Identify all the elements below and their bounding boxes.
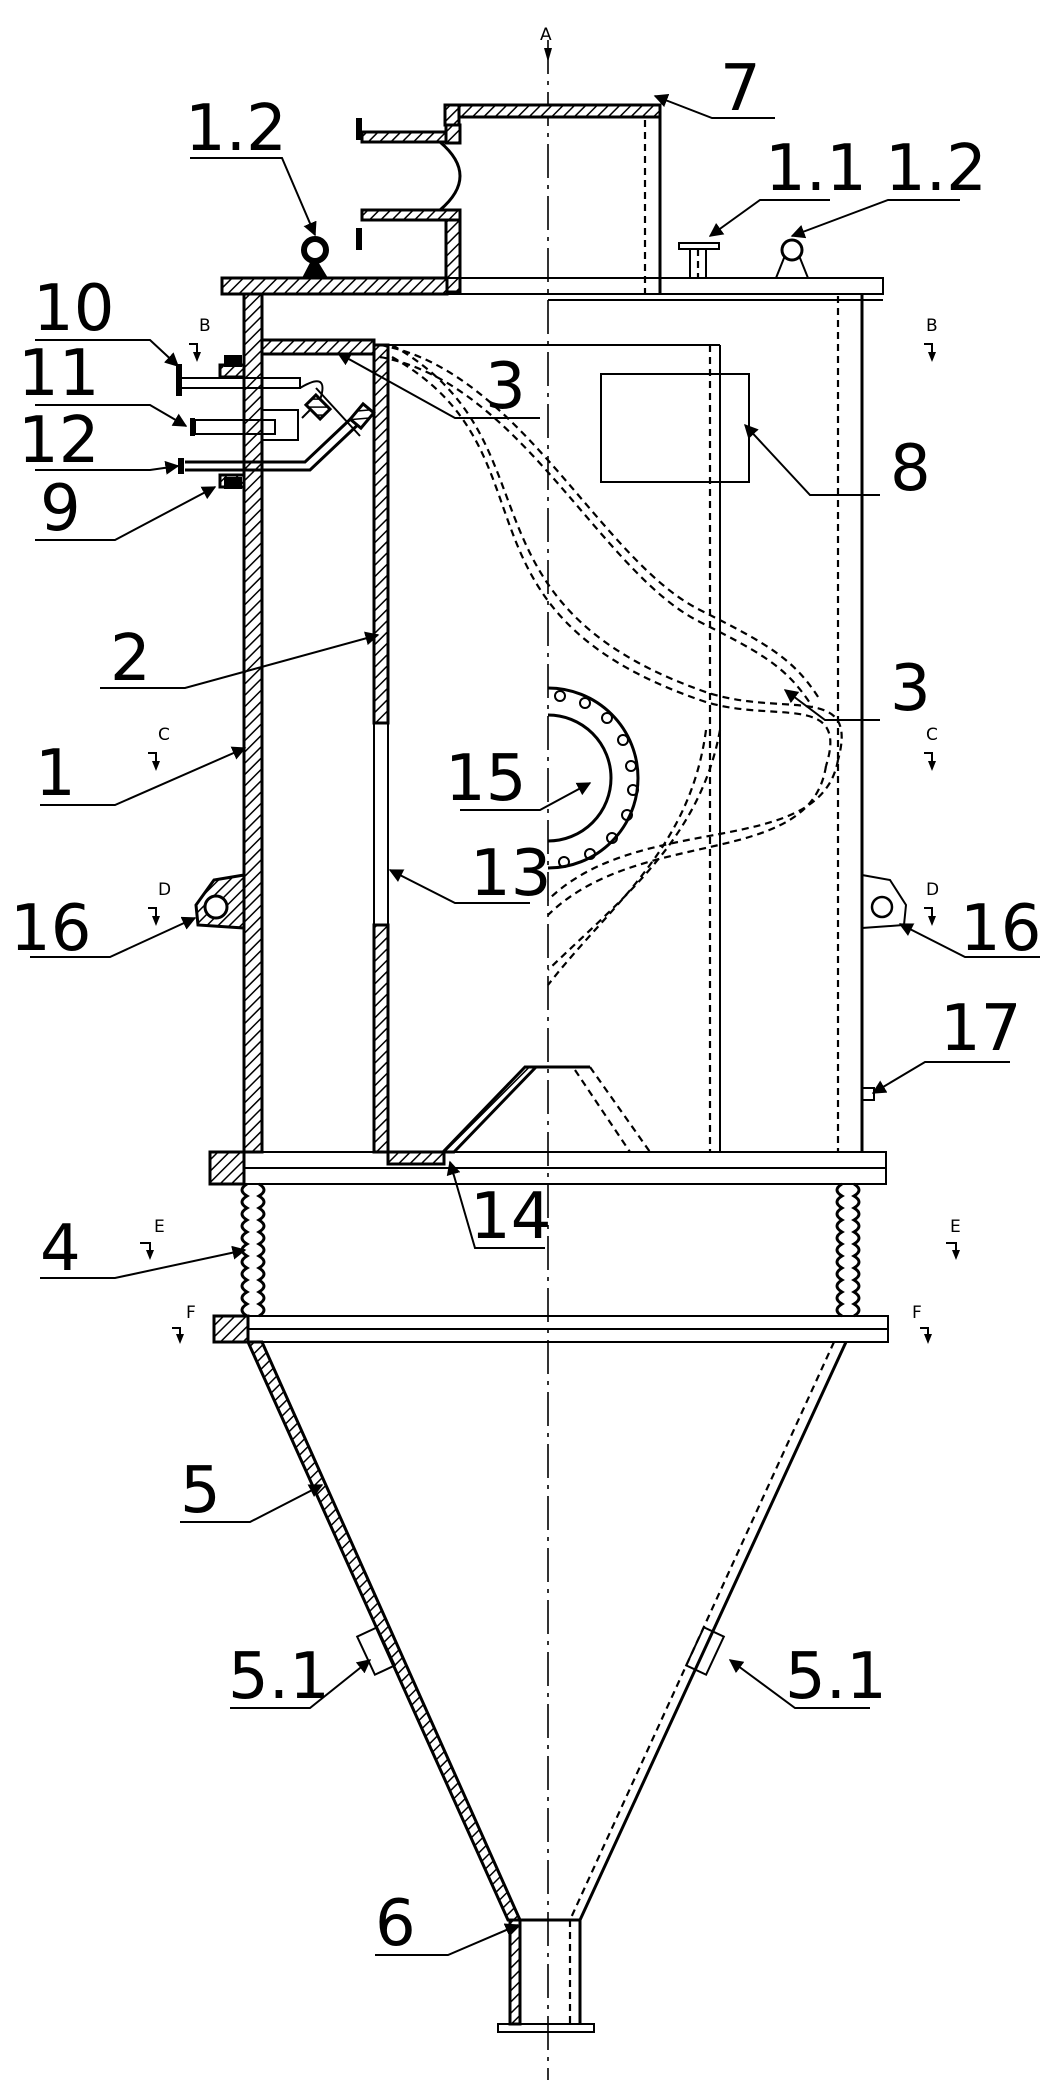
top-nozzle <box>678 242 720 279</box>
nozzle-assembly <box>176 355 376 489</box>
spiral-hose <box>379 343 843 986</box>
label-4: 4 <box>40 1212 81 1286</box>
label-3-right: 3 <box>890 652 931 726</box>
outlet-6 <box>497 1918 595 2033</box>
lifting-lug-right <box>775 238 809 279</box>
lower-flange <box>212 1314 889 1344</box>
section-mark-a: A <box>540 25 552 45</box>
svg-text:E: E <box>154 1217 165 1237</box>
inner-shell <box>372 343 721 1154</box>
label-1-1: 1.1 <box>765 132 867 206</box>
side-flange-15 <box>547 686 640 870</box>
label-10: 10 <box>33 272 114 346</box>
svg-text:F: F <box>186 1303 196 1323</box>
svg-text:C: C <box>158 725 170 745</box>
support-lug-right <box>861 874 908 929</box>
label-8: 8 <box>890 432 931 506</box>
label-5-1-left: 5.1 <box>228 1640 330 1714</box>
label-15: 15 <box>445 742 526 816</box>
label-14: 14 <box>470 1180 551 1254</box>
label-6: 6 <box>375 1887 416 1961</box>
label-7: 7 <box>720 52 761 126</box>
label-16-right: 16 <box>960 892 1041 966</box>
label-9: 9 <box>40 472 81 546</box>
svg-text:C: C <box>926 725 938 745</box>
outlet-pipe-7 <box>443 103 662 293</box>
label-3-top: 3 <box>485 350 526 424</box>
middle-flange <box>208 1150 887 1186</box>
label-1-2-right: 1.2 <box>885 132 987 206</box>
port-17 <box>861 1087 875 1101</box>
support-lug-left <box>194 873 246 930</box>
outer-shell <box>242 292 864 1154</box>
inner-cone-14 <box>439 1065 651 1154</box>
svg-text:E: E <box>950 1217 961 1237</box>
leader-lines <box>30 94 1040 1956</box>
label-16-left: 16 <box>10 892 91 966</box>
label-13: 13 <box>470 837 551 911</box>
label-17: 17 <box>940 992 1021 1066</box>
control-box-8 <box>600 373 750 483</box>
svg-text:B: B <box>926 316 938 336</box>
label-11: 11 <box>18 337 99 411</box>
top-cover <box>220 276 884 301</box>
label-1-2-left: 1.2 <box>185 92 287 166</box>
label-12: 12 <box>18 404 99 478</box>
hopper-5 <box>245 1340 848 1922</box>
inlet-pipe <box>356 118 462 294</box>
label-5-1-right: 5.1 <box>785 1640 887 1714</box>
section-marks: B B C C D D E E F F <box>140 316 961 1344</box>
label-1: 1 <box>35 737 76 811</box>
svg-text:F: F <box>912 1303 922 1323</box>
svg-text:D: D <box>926 880 939 900</box>
label-5: 5 <box>180 1454 221 1528</box>
part-labels: 1.2 7 1.1 1.2 10 11 12 9 3 8 2 3 1 15 13… <box>10 52 1041 1961</box>
section-arrow-a <box>544 48 552 62</box>
svg-text:D: D <box>158 880 171 900</box>
label-2: 2 <box>110 622 151 696</box>
svg-text:B: B <box>199 316 211 336</box>
inner-top-plate <box>260 338 376 356</box>
lifting-lug-left <box>301 236 329 278</box>
